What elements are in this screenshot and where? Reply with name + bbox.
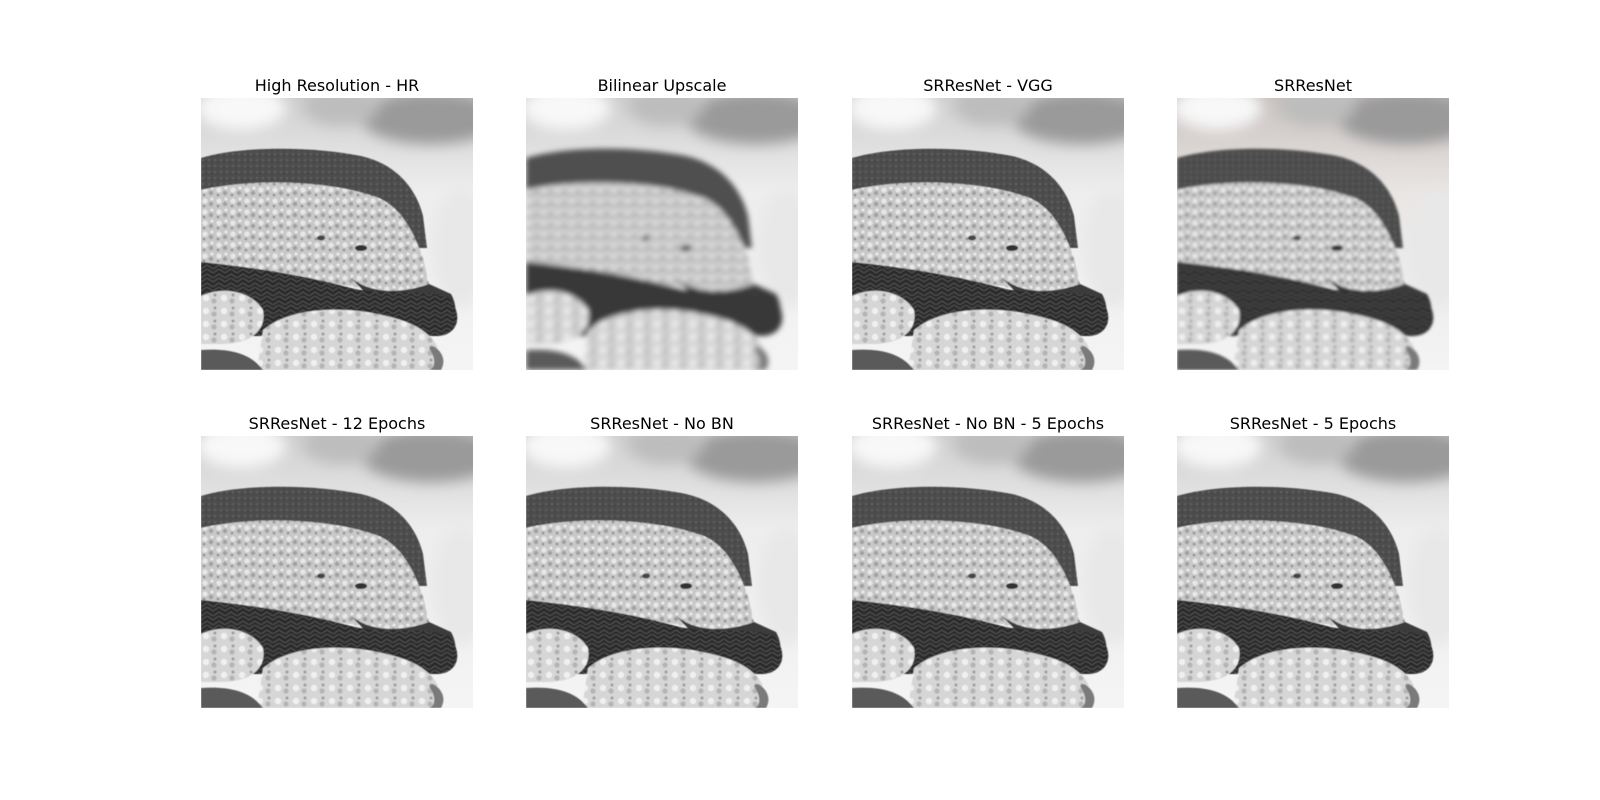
panel-title: SRResNet - 5 Epochs [1229,414,1397,433]
hr-image [201,98,473,370]
panel-title: SRResNet [1274,76,1352,95]
srresnet-vgg-image [852,98,1124,370]
srresnet-5-epochs-image [1177,436,1449,708]
panel-title: High Resolution - HR [254,76,420,95]
bread-burger-photo [526,436,798,708]
srresnet-image [1177,98,1449,370]
panel-title: SRResNet - 12 Epochs [248,414,426,433]
panel-title: SRResNet - VGG [923,76,1053,95]
srresnet-no-bn-image [526,436,798,708]
bread-burger-photo [852,436,1124,708]
bread-burger-photo [852,98,1124,370]
bread-burger-photo [201,436,473,708]
bread-burger-photo [1177,436,1449,708]
bilinear-image [526,98,798,370]
srresnet-no-bn-5-epochs-image [852,436,1124,708]
panel-title: SRResNet - No BN - 5 Epochs [871,414,1105,433]
panel-title: Bilinear Upscale [597,76,727,95]
srresnet-12-epochs-image [201,436,473,708]
bread-burger-photo [201,98,473,370]
bread-burger-photo [1177,98,1449,370]
panel-title: SRResNet - No BN [590,414,734,433]
bread-burger-photo [526,98,798,370]
